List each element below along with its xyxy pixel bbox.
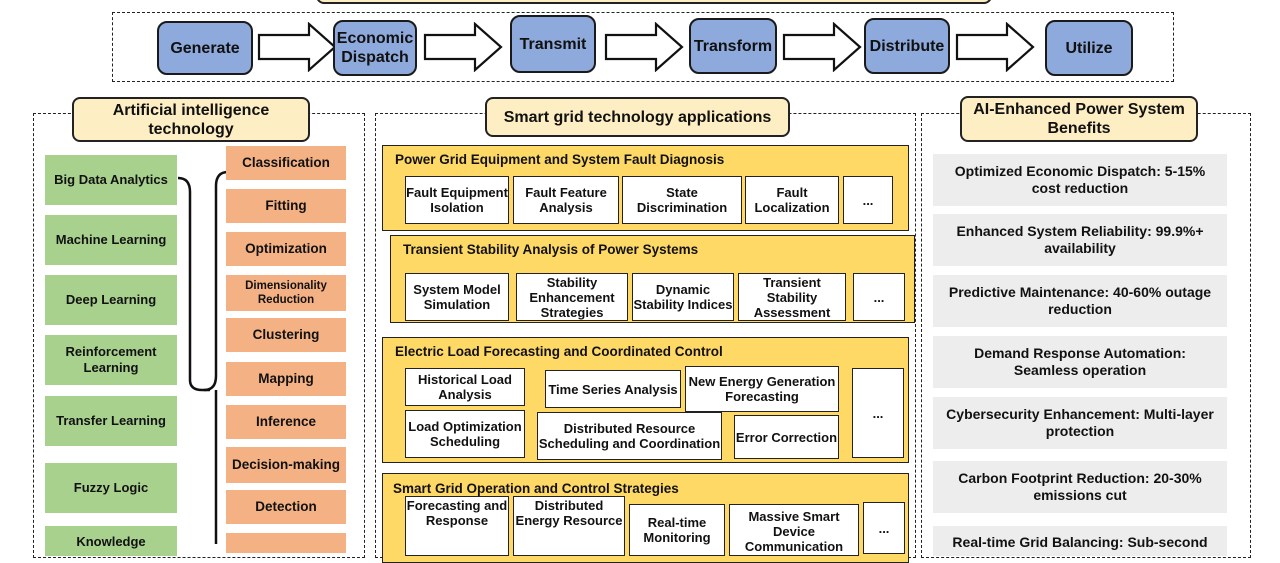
stability-item-dynamic-indices: Dynamic Stability Indices bbox=[632, 273, 734, 321]
ai-task-optimization: Optimization bbox=[226, 232, 346, 266]
ai-method-machine-learning: Machine Learning bbox=[45, 215, 177, 265]
flow-step-transmit: Transmit bbox=[510, 15, 596, 73]
fault-item-more: ... bbox=[843, 176, 893, 224]
benefit-cybersecurity: Cybersecurity Enhancement: Multi-layer p… bbox=[933, 397, 1227, 449]
load-item-error-correction: Error Correction bbox=[734, 415, 839, 459]
flow-step-economic-dispatch: Economic Dispatch bbox=[333, 20, 417, 76]
ai-method-reinforcement-learning: Reinforcement Learning bbox=[45, 335, 177, 385]
ai-method-knowledge: Knowledge bbox=[45, 526, 177, 556]
fault-item-localization: Fault Localization bbox=[745, 176, 839, 224]
ops-item-smart-device-communication: Massive Smart Device Communication bbox=[729, 504, 859, 556]
benefit-system-reliability: Enhanced System Reliability: 99.9%+ avai… bbox=[933, 214, 1227, 266]
panel-title: Power Grid Equipment and System Fault Di… bbox=[395, 152, 725, 167]
flow-step-distribute: Distribute bbox=[864, 18, 950, 74]
fault-item-equipment-isolation: Fault Equipment Isolation bbox=[405, 176, 509, 224]
ai-task-fitting: Fitting bbox=[226, 189, 346, 223]
benefit-predictive-maintenance: Predictive Maintenance: 40-60% outage re… bbox=[933, 275, 1227, 327]
flow-arrow-icon bbox=[604, 22, 684, 72]
flow-step-utilize: Utilize bbox=[1045, 20, 1133, 76]
ai-method-fuzzy-logic: Fuzzy Logic bbox=[45, 463, 177, 513]
ai-task-mapping: Mapping bbox=[226, 362, 346, 396]
flow-arrow-icon bbox=[423, 22, 503, 72]
benefit-economic-dispatch: Optimized Economic Dispatch: 5-15% cost … bbox=[933, 154, 1227, 206]
top-title-bar bbox=[316, 0, 992, 4]
ai-method-deep-learning: Deep Learning bbox=[45, 275, 177, 325]
flow-arrow-icon bbox=[955, 22, 1035, 72]
load-item-new-energy-forecasting: New Energy Generation Forecasting bbox=[685, 366, 839, 412]
ai-task-decision-making: Decision-making bbox=[226, 447, 346, 483]
stability-item-enhancement-strategies: Stability Enhancement Strategies bbox=[516, 273, 628, 321]
ai-column-header: Artificial intelligence technology bbox=[72, 97, 310, 142]
ai-task-dimensionality-reduction: Dimensionality Reduction bbox=[226, 275, 346, 311]
benefits-column-header: AI-Enhanced Power System Benefits bbox=[960, 96, 1198, 142]
ai-task-more bbox=[226, 533, 346, 553]
ai-method-big-data-analytics: Big Data Analytics bbox=[45, 155, 177, 205]
flow-step-generate: Generate bbox=[157, 21, 253, 75]
flow-step-transform: Transform bbox=[689, 18, 777, 74]
ai-task-inference: Inference bbox=[226, 405, 346, 439]
load-item-distributed-resource-scheduling: Distributed Resource Scheduling and Coor… bbox=[537, 412, 722, 460]
benefit-demand-response: Demand Response Automation: Seamless ope… bbox=[933, 336, 1227, 388]
load-item-optimization-scheduling: Load Optimization Scheduling bbox=[405, 410, 525, 458]
power-flow-container bbox=[112, 12, 1174, 82]
flow-arrow-icon bbox=[257, 22, 337, 72]
benefit-carbon-footprint: Carbon Footprint Reduction: 20-30% emiss… bbox=[933, 461, 1227, 513]
apps-column-header: Smart grid technology applications bbox=[485, 97, 790, 137]
stability-item-more: ... bbox=[853, 273, 905, 321]
ai-task-clustering: Clustering bbox=[226, 318, 346, 352]
panel-title: Transient Stability Analysis of Power Sy… bbox=[403, 242, 699, 257]
fault-item-state-discrimination: State Discrimination bbox=[622, 176, 742, 224]
load-item-time-series-analysis: Time Series Analysis bbox=[545, 370, 681, 408]
load-item-more: ... bbox=[852, 368, 904, 458]
flow-arrow-icon bbox=[782, 22, 862, 72]
ops-item-more: ... bbox=[863, 502, 905, 554]
ai-task-classification: Classification bbox=[226, 146, 346, 180]
stability-item-transient-assessment: Transient Stability Assessment bbox=[738, 273, 846, 321]
fault-item-feature-analysis: Fault Feature Analysis bbox=[513, 176, 619, 224]
stability-item-system-model-simulation: System Model Simulation bbox=[405, 273, 509, 321]
ai-method-transfer-learning: Transfer Learning bbox=[45, 396, 177, 446]
ops-item-real-time-monitoring: Real-time Monitoring bbox=[629, 504, 725, 556]
panel-title: Smart Grid Operation and Control Strateg… bbox=[393, 481, 679, 496]
ops-item-forecasting-response: Forecasting and Response bbox=[405, 496, 509, 556]
load-item-historical-load-analysis: Historical Load Analysis bbox=[405, 368, 525, 406]
ops-item-distributed-energy-resource: Distributed Energy Resource bbox=[513, 496, 625, 556]
ai-task-detection: Detection bbox=[226, 490, 346, 524]
panel-title: Electric Load Forecasting and Coordinate… bbox=[395, 344, 723, 359]
benefit-grid-balancing: Real-time Grid Balancing: Sub-second bbox=[933, 526, 1227, 556]
brace-connector-icon bbox=[177, 170, 229, 544]
